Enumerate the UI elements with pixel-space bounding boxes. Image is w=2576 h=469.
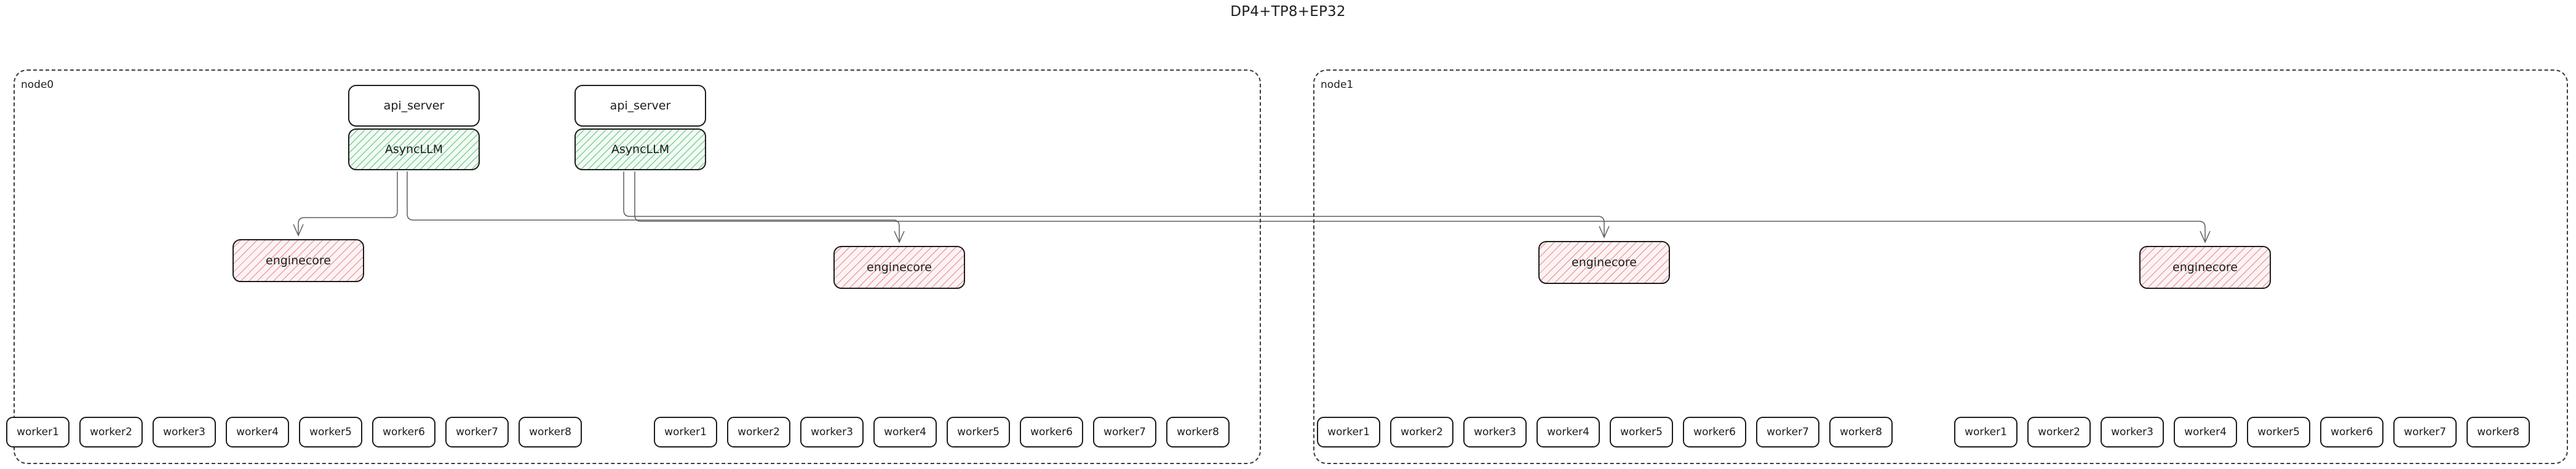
worker-box-2-3[interactable]: worker4	[1536, 417, 1600, 447]
worker-box-1-7[interactable]: worker8	[1166, 417, 1230, 447]
worker-box-3-5[interactable]: worker6	[2320, 417, 2383, 447]
worker-box-2-0[interactable]: worker1	[1317, 417, 1380, 447]
enginecore-box-1[interactable]: enginecore	[833, 246, 965, 289]
enginecore-box-3[interactable]: enginecore	[2139, 246, 2271, 289]
api-server-box-0[interactable]: api_server	[348, 85, 480, 127]
worker-box-1-3[interactable]: worker4	[873, 417, 937, 447]
worker-box-3-3[interactable]: worker4	[2174, 417, 2237, 447]
cluster-label-node1: node1	[1321, 79, 1354, 91]
worker-box-2-4[interactable]: worker5	[1610, 417, 1673, 447]
worker-box-2-7[interactable]: worker8	[1829, 417, 1893, 447]
worker-box-0-4[interactable]: worker5	[299, 417, 362, 447]
worker-box-0-1[interactable]: worker2	[79, 417, 143, 447]
worker-box-2-2[interactable]: worker3	[1463, 417, 1527, 447]
enginecore-box-2[interactable]: enginecore	[1538, 241, 1670, 284]
asyncllm-box-0[interactable]: AsyncLLM	[348, 128, 480, 170]
worker-box-0-2[interactable]: worker3	[153, 417, 216, 447]
worker-box-1-5[interactable]: worker6	[1020, 417, 1083, 447]
worker-box-1-2[interactable]: worker3	[800, 417, 864, 447]
worker-box-0-5[interactable]: worker6	[372, 417, 435, 447]
worker-box-0-6[interactable]: worker7	[445, 417, 509, 447]
worker-box-0-3[interactable]: worker4	[226, 417, 289, 447]
worker-box-3-4[interactable]: worker5	[2247, 417, 2310, 447]
worker-box-2-5[interactable]: worker6	[1683, 417, 1746, 447]
worker-box-2-1[interactable]: worker2	[1390, 417, 1453, 447]
worker-box-1-4[interactable]: worker5	[947, 417, 1010, 447]
worker-box-0-0[interactable]: worker1	[6, 417, 70, 447]
cluster-label-node0: node0	[21, 79, 54, 91]
worker-box-3-2[interactable]: worker3	[2101, 417, 2164, 447]
worker-box-3-0[interactable]: worker1	[1954, 417, 2017, 447]
worker-box-3-1[interactable]: worker2	[2027, 417, 2091, 447]
enginecore-box-0[interactable]: enginecore	[233, 239, 364, 282]
worker-box-2-6[interactable]: worker7	[1756, 417, 1819, 447]
worker-box-3-6[interactable]: worker7	[2393, 417, 2457, 447]
worker-box-1-6[interactable]: worker7	[1093, 417, 1156, 447]
asyncllm-box-1[interactable]: AsyncLLM	[574, 128, 706, 170]
cluster-node0	[14, 69, 1261, 464]
worker-box-1-1[interactable]: worker2	[727, 417, 790, 447]
worker-box-1-0[interactable]: worker1	[654, 417, 717, 447]
worker-box-3-7[interactable]: worker8	[2467, 417, 2530, 447]
worker-box-0-7[interactable]: worker8	[519, 417, 582, 447]
api-server-box-1[interactable]: api_server	[574, 85, 706, 127]
cluster-node1	[1313, 69, 2568, 464]
page-title: DP4+TP8+EP32	[1230, 4, 1346, 20]
